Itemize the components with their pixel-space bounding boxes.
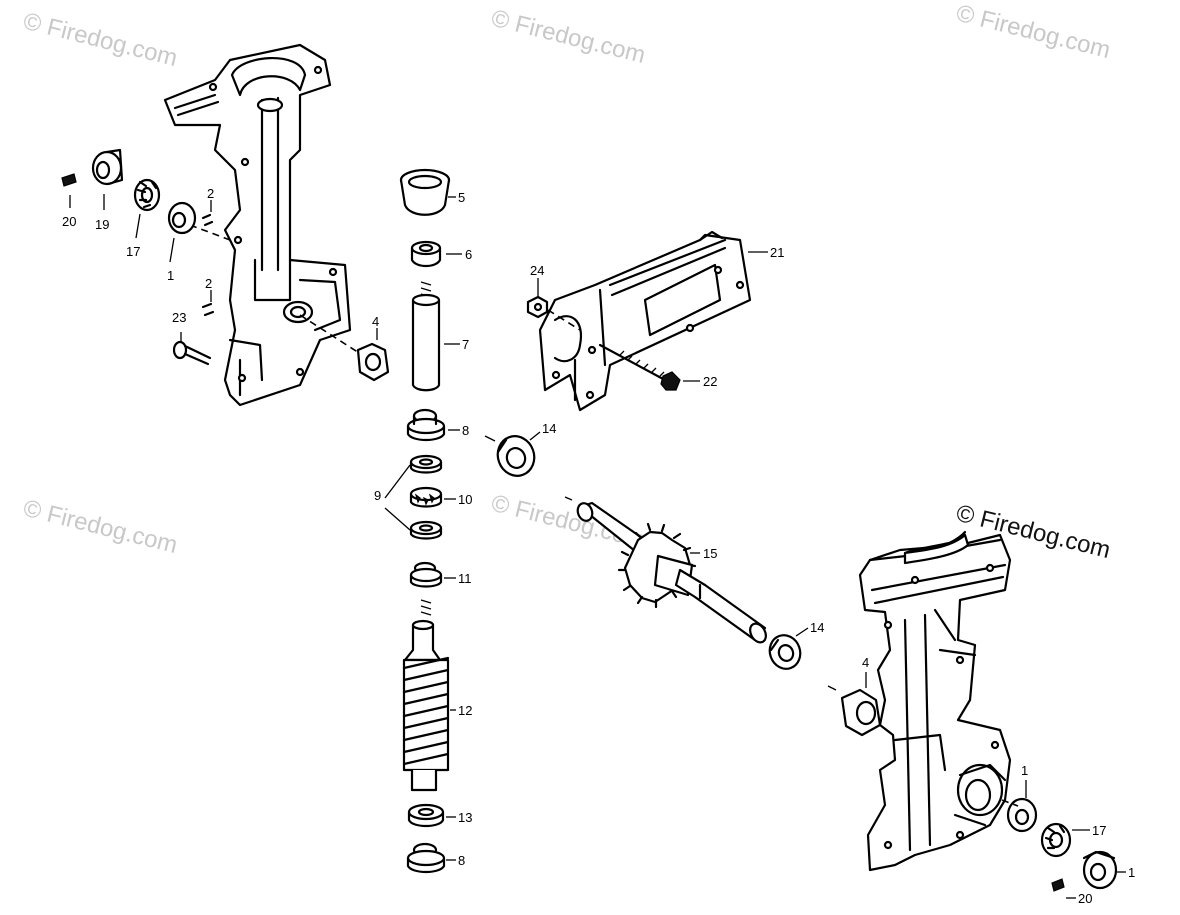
- washer-9-lower: [409, 520, 443, 540]
- cap-5: [399, 168, 451, 216]
- left-housing: [163, 43, 352, 407]
- label-22: 22: [703, 374, 717, 389]
- center-stack: [399, 168, 451, 874]
- label-8-upper: 8: [462, 423, 469, 438]
- bearing-10: [409, 486, 443, 508]
- label-17-right: 17: [1092, 823, 1106, 838]
- washer-14-upper: [496, 435, 536, 477]
- watermark: © Firedog.com: [489, 5, 649, 69]
- axis-line: [299, 314, 371, 361]
- watermark: © Firedog.com: [21, 8, 181, 72]
- left-bearing-set: [61, 148, 197, 235]
- axis-line: [827, 685, 837, 691]
- washer-1-right: [1006, 797, 1038, 833]
- label-1-left: 1: [167, 268, 174, 283]
- label-7: 7: [462, 337, 469, 352]
- bushing-8-upper: [406, 408, 446, 442]
- set-screw-20-right: [1051, 878, 1065, 892]
- label-1-right-upper: 1: [1021, 763, 1028, 778]
- washer-1-left: [167, 201, 197, 235]
- callout-numbers: 20 19 17 1 2 2 23 4 5 6 7 8 9 10 11 12 1…: [62, 186, 1135, 906]
- bushing-8-lower: [406, 842, 446, 874]
- label-2-upper: 2: [207, 186, 214, 201]
- label-20-left: 20: [62, 214, 76, 229]
- shaft-7: [411, 293, 441, 392]
- seal-1-right: [1082, 850, 1118, 890]
- watermark: © Firedog.com: [21, 495, 181, 559]
- thrust-washer-4-lower: [840, 688, 882, 737]
- label-23: 23: [172, 310, 186, 325]
- label-10: 10: [458, 492, 472, 507]
- label-5: 5: [458, 190, 465, 205]
- seal-19: [91, 148, 124, 186]
- bearing-17-right: [1040, 822, 1072, 858]
- right-housing: [858, 530, 1012, 872]
- watermarks: © Firedog.com © Firedog.com © Firedog.co…: [21, 0, 1114, 559]
- stud-2-upper: [201, 213, 214, 227]
- label-15: 15: [703, 546, 717, 561]
- washer-9-upper: [409, 454, 443, 474]
- stud-2-lower: [201, 302, 215, 317]
- worm-shaft-12: [402, 619, 450, 792]
- bearing-17: [133, 178, 161, 212]
- label-9: 9: [374, 488, 381, 503]
- gear-shaft-15: [564, 496, 767, 644]
- bracket-21: [538, 230, 752, 412]
- label-20-right: 20: [1078, 891, 1092, 906]
- label-13: 13: [458, 810, 472, 825]
- label-11: 11: [458, 571, 472, 586]
- label-2-lower: 2: [205, 276, 212, 291]
- nut-24: [526, 295, 549, 319]
- label-14-lower: 14: [810, 620, 824, 635]
- label-12: 12: [458, 703, 472, 718]
- axis-line: [1001, 799, 1019, 807]
- washer-14-lower: [768, 634, 802, 670]
- label-14-upper: 14: [542, 421, 556, 436]
- label-4-lower: 4: [862, 655, 869, 670]
- bushing-13: [407, 803, 445, 828]
- label-8-lower: 8: [458, 853, 465, 868]
- bushing-6: [410, 240, 442, 268]
- label-4-upper: 4: [372, 314, 379, 329]
- watermark: © Firedog.com: [954, 0, 1114, 64]
- set-screw-20: [61, 173, 77, 187]
- label-24: 24: [530, 263, 544, 278]
- bushing-11: [409, 561, 443, 588]
- axis-line: [189, 224, 231, 241]
- leader-lines: [69, 194, 1126, 899]
- bolt-23: [172, 340, 212, 366]
- label-21: 21: [770, 245, 784, 260]
- right-bearing-set: [1006, 797, 1118, 892]
- label-19: 19: [95, 217, 109, 232]
- bolt-22: [598, 343, 681, 391]
- thrust-washer-4-upper: [356, 342, 390, 382]
- label-17-left: 17: [126, 244, 140, 259]
- watermark: © Firedog.com: [489, 490, 649, 554]
- label-6: 6: [465, 247, 472, 262]
- label-1-right-lower: 1: [1128, 865, 1135, 880]
- axis-line: [547, 309, 581, 331]
